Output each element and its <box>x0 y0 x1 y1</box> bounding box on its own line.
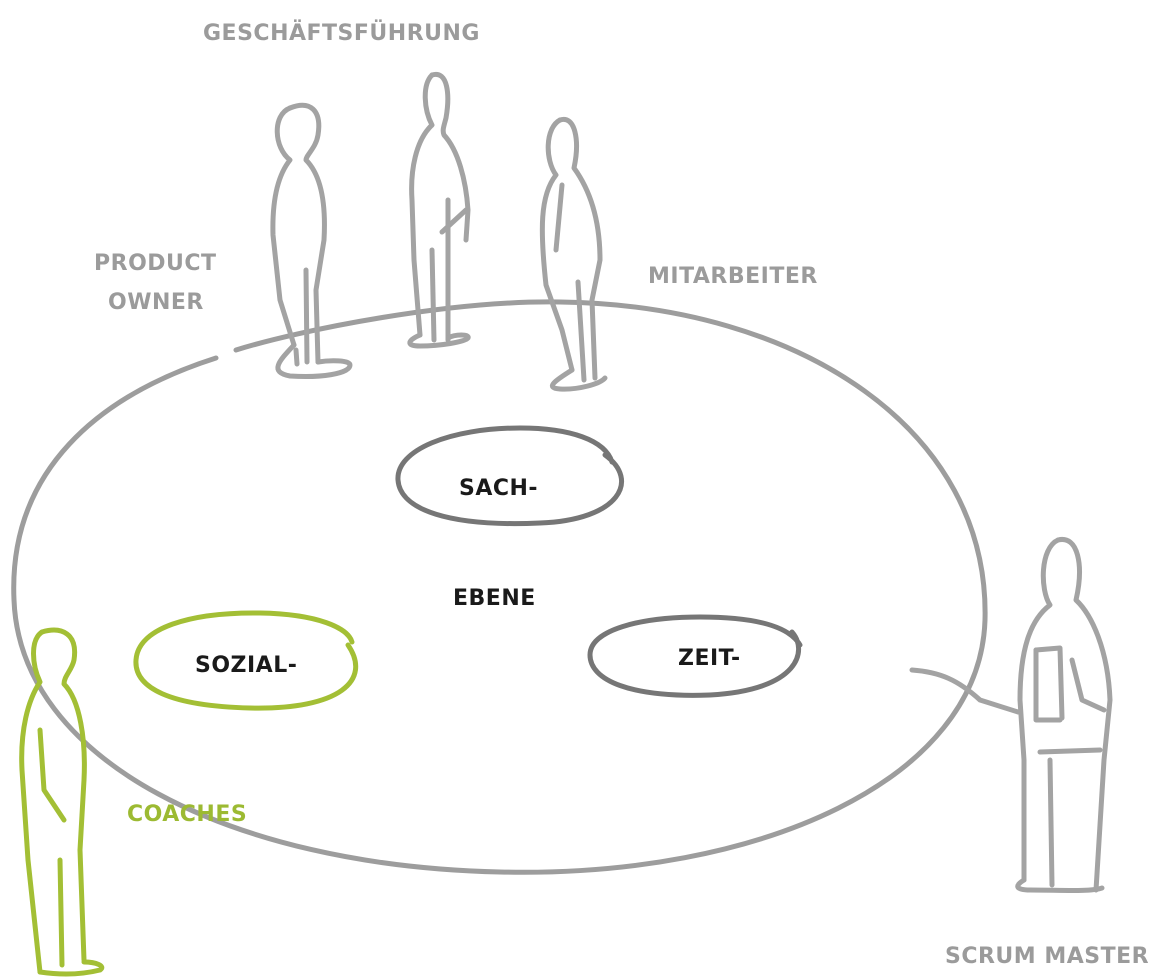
role-management: GESCHÄFTSFÜHRUNG <box>203 20 480 46</box>
role-product-owner-line1: PRODUCT <box>94 251 217 276</box>
scrum-master-figure <box>909 537 1113 893</box>
coach-figure <box>19 627 105 977</box>
role-scrum-master: SCRUM MASTER <box>945 944 1149 969</box>
employee-figure <box>539 116 608 392</box>
zeit-ring <box>587 614 803 698</box>
role-employees: MITARBEITER <box>648 264 818 289</box>
sozial-ring <box>133 610 359 711</box>
sach-ring <box>395 425 625 527</box>
level-zeit: ZEIT- <box>678 646 741 671</box>
management-figure <box>407 71 471 349</box>
product-owner-figure <box>270 102 353 379</box>
level-ebene: EBENE <box>453 586 536 611</box>
platform-ellipse <box>11 299 988 875</box>
level-sach: SACH- <box>459 476 538 501</box>
level-sozial: SOZIAL- <box>195 653 297 678</box>
role-coaches: COACHES <box>127 802 247 827</box>
role-product-owner-line2: OWNER <box>108 290 204 315</box>
